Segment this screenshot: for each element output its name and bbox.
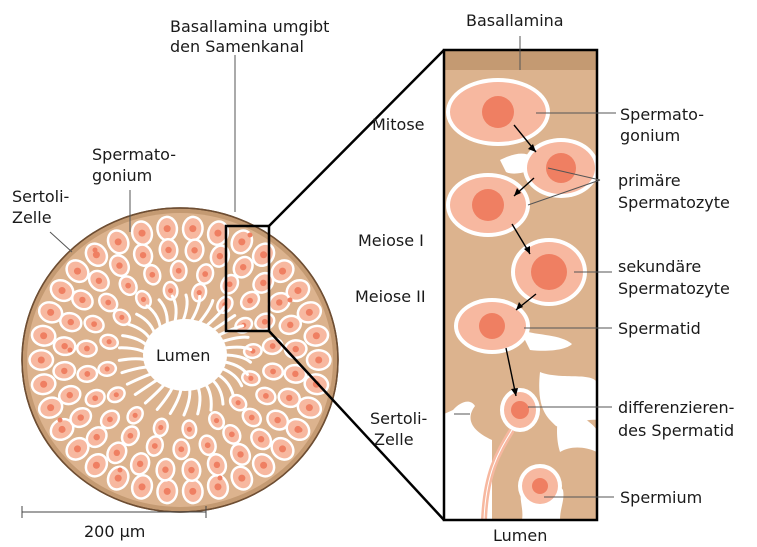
sertoli-nucleus-dot	[298, 428, 303, 433]
sertoli-nucleus-dot	[218, 476, 223, 481]
label-differenzieren-2: des Spermatid	[618, 421, 734, 440]
spermatogonium-cell	[446, 78, 550, 146]
label-basallamina-tubule-1: Basallamina umgibt	[170, 17, 329, 36]
tubule-cell	[28, 349, 54, 371]
sertoli-nucleus-dot	[288, 298, 293, 303]
spermium-cell	[518, 464, 562, 508]
label-basallamina-tubule-2: den Samenkanal	[170, 37, 304, 56]
label-sekundaer-2: Spermatozyte	[618, 279, 730, 298]
inset-detail	[444, 50, 599, 520]
label-sertoli-inset-1: Sertoli-	[370, 409, 427, 428]
label-spermatogonium-left-2: gonium	[92, 166, 152, 185]
label-sekundaer-1: sekundäre	[618, 257, 701, 276]
label-meiose-1: Meiose I	[358, 231, 424, 250]
label-spermatogonium-right-2: gonium	[620, 126, 680, 145]
sertoli-nucleus-dot	[68, 348, 73, 353]
label-sertoli-inset-2: Zelle	[374, 430, 414, 449]
label-sertoli-left-1: Sertoli-	[12, 187, 69, 206]
sertoli-nucleus-dot	[118, 468, 123, 473]
differentiating-spermatid-cell	[500, 388, 540, 432]
label-spermatid: Spermatid	[618, 319, 701, 338]
tubule-cell	[306, 349, 332, 371]
label-lumen-inset: Lumen	[493, 526, 547, 545]
primary-spermatocyte-cell-2	[446, 173, 530, 237]
label-primaer-1: primäre	[618, 171, 681, 190]
label-mitose: Mitose	[372, 115, 425, 134]
label-differenzieren-1: differenzieren-	[618, 398, 734, 417]
label-basallamina-inset: Basallamina	[466, 11, 564, 30]
sertoli-nucleus-dot	[248, 233, 253, 238]
label-spermium: Spermium	[620, 488, 702, 507]
label-scale: 200 µm	[84, 522, 145, 541]
sertoli-nucleus-dot	[58, 418, 63, 423]
label-spermatogonium-right-1: Spermato-	[620, 105, 704, 124]
label-spermatogonium-left-1: Spermato-	[92, 145, 176, 164]
label-lumen-center: Lumen	[156, 346, 210, 365]
zoom-line-top	[269, 50, 444, 226]
label-primaer-2: Spermatozyte	[618, 193, 730, 212]
label-sertoli-left-2: Zelle	[12, 208, 52, 227]
sertoli-nucleus-dot	[93, 248, 98, 253]
label-meiose-2: Meiose II	[355, 287, 426, 306]
primary-spermatocyte-cell-1	[523, 138, 599, 198]
